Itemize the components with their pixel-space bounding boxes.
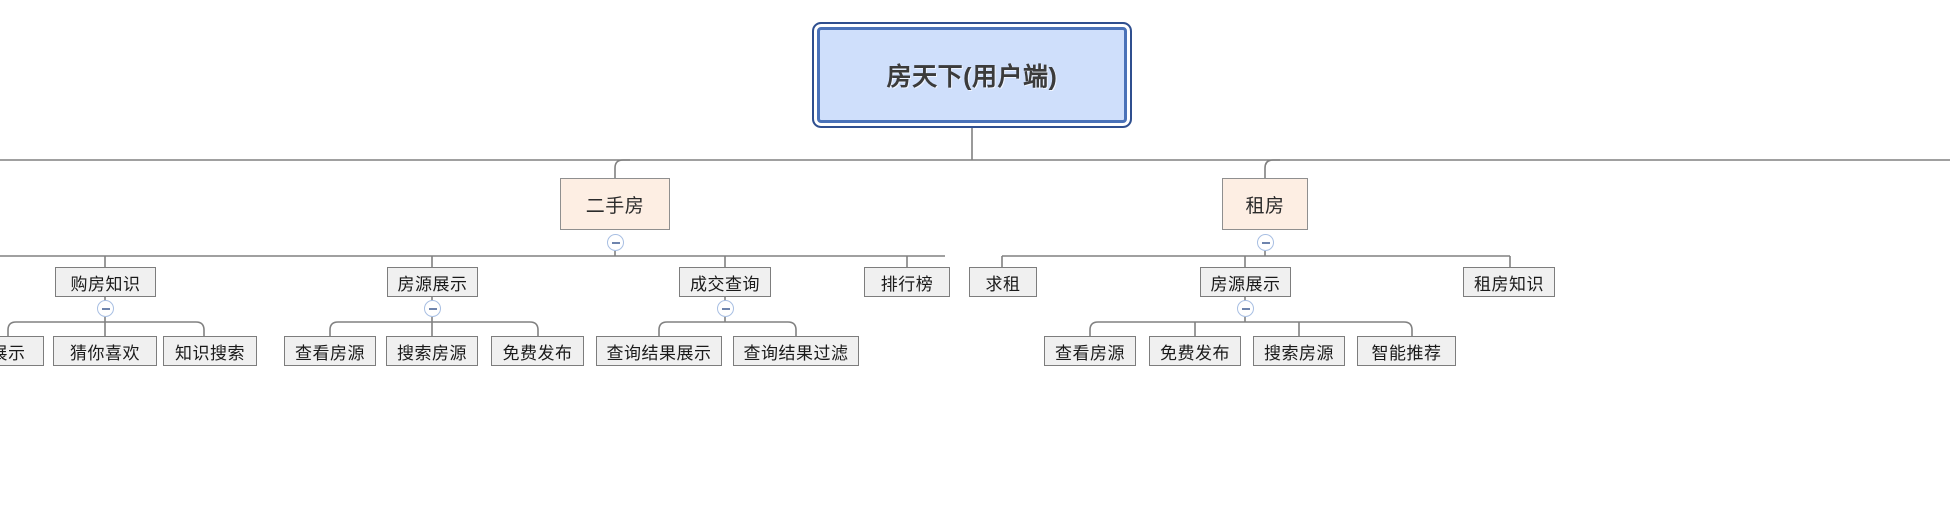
minus-icon: [611, 241, 620, 244]
leaf-node-label: 搜索房源: [1264, 343, 1334, 363]
minus-icon: [101, 307, 110, 310]
root-node[interactable]: 房天下(用户端): [812, 22, 1132, 128]
root-node-label: 房天下(用户端): [886, 63, 1058, 91]
category-node-ershoufang[interactable]: 二手房: [560, 178, 670, 230]
minus-icon: [1241, 307, 1250, 310]
minus-icon: [428, 307, 437, 310]
leaf-node-label: 查看房源: [1055, 343, 1125, 363]
sub-node-label: 租房知识: [1474, 274, 1544, 294]
sub-node-paihangbang[interactable]: 排行榜: [864, 267, 950, 297]
wire-fangyuan1-leaf-rail: [329, 321, 539, 331]
leaf-node-label: 查看房源: [295, 343, 365, 363]
leaf-node-zhinengtuijian[interactable]: 智能推荐: [1357, 336, 1456, 366]
sub-node-label: 成交查询: [690, 274, 760, 294]
leaf-node-sousuofangyuan-zufang[interactable]: 搜索房源: [1253, 336, 1345, 366]
collapse-toggle-zufang[interactable]: [1257, 234, 1274, 251]
leaf-node-sousuofangyuan-ershoufang[interactable]: 搜索房源: [386, 336, 478, 366]
leaf-node-label: 查询结果展示: [606, 343, 712, 363]
collapse-toggle-chengjiaochaxun[interactable]: [717, 300, 734, 317]
category-node-zufang[interactable]: 租房: [1222, 178, 1308, 230]
sub-node-fangyuanzhanshi-zufang[interactable]: 房源展示: [1200, 267, 1291, 297]
collapse-toggle-fangyuanzhanshi-ershoufang[interactable]: [424, 300, 441, 317]
leaf-node-chaxunjieguozhanshi[interactable]: 查询结果展示: [596, 336, 722, 366]
leaf-node-label: 知识搜索: [175, 343, 245, 363]
sub-node-chengjiaochaxun[interactable]: 成交查询: [679, 267, 771, 297]
leaf-node-cainixihuan[interactable]: 猜你喜欢: [53, 336, 157, 366]
collapse-toggle-ershoufang[interactable]: [607, 234, 624, 251]
leaf-node-chakanfangyuan-ershoufang[interactable]: 查看房源: [284, 336, 376, 366]
sub-node-label: 求租: [985, 274, 1021, 294]
category-label: 租房: [1245, 195, 1285, 217]
wire-goufangzhishi-leaf-rail: [7, 321, 205, 331]
minus-icon: [1261, 241, 1270, 244]
wire-chengjiao-leaf-rail: [658, 321, 797, 331]
sub-node-label: 房源展示: [1210, 274, 1281, 294]
wire-root-to-zufang: [1264, 159, 1280, 178]
collapse-toggle-fangyuanzhanshi-zufang[interactable]: [1237, 300, 1254, 317]
leaf-node-label: 搜索房源: [397, 343, 467, 363]
sub-node-label: 排行榜: [880, 274, 934, 294]
leaf-node-mianfeifabu-ershoufang[interactable]: 免费发布: [491, 336, 584, 366]
leaf-node-zhanshi[interactable]: 展示: [0, 336, 44, 366]
leaf-node-label: 免费发布: [502, 343, 573, 363]
leaf-node-label: 查询结果过滤: [743, 343, 849, 363]
sub-node-qiuzu[interactable]: 求租: [969, 267, 1037, 297]
sub-node-fangyuanzhanshi-ershoufang[interactable]: 房源展示: [387, 267, 478, 297]
leaf-node-label: 展示: [0, 343, 26, 363]
leaf-node-label: 猜你喜欢: [70, 343, 140, 363]
sub-node-zufangzhishi[interactable]: 租房知识: [1463, 267, 1555, 297]
wire-root-to-ershoufang: [614, 159, 630, 178]
wire-fangyuan2-leaf-rail: [1089, 321, 1413, 331]
leaf-node-zhishisousuo[interactable]: 知识搜索: [163, 336, 257, 366]
sub-node-label: 房源展示: [397, 274, 468, 294]
leaf-node-chaxunjieguoguolv[interactable]: 查询结果过滤: [733, 336, 859, 366]
sub-node-label: 购房知识: [70, 274, 141, 294]
sub-node-goufangzhishi[interactable]: 购房知识: [55, 267, 156, 297]
category-label: 二手房: [585, 195, 645, 217]
minus-icon: [721, 307, 730, 310]
collapse-toggle-goufangzhishi[interactable]: [97, 300, 114, 317]
leaf-node-mianfeifabu-zufang[interactable]: 免费发布: [1149, 336, 1241, 366]
leaf-node-label: 免费发布: [1160, 343, 1230, 363]
leaf-node-chakanfangyuan-zufang[interactable]: 查看房源: [1044, 336, 1136, 366]
leaf-node-label: 智能推荐: [1371, 343, 1442, 363]
